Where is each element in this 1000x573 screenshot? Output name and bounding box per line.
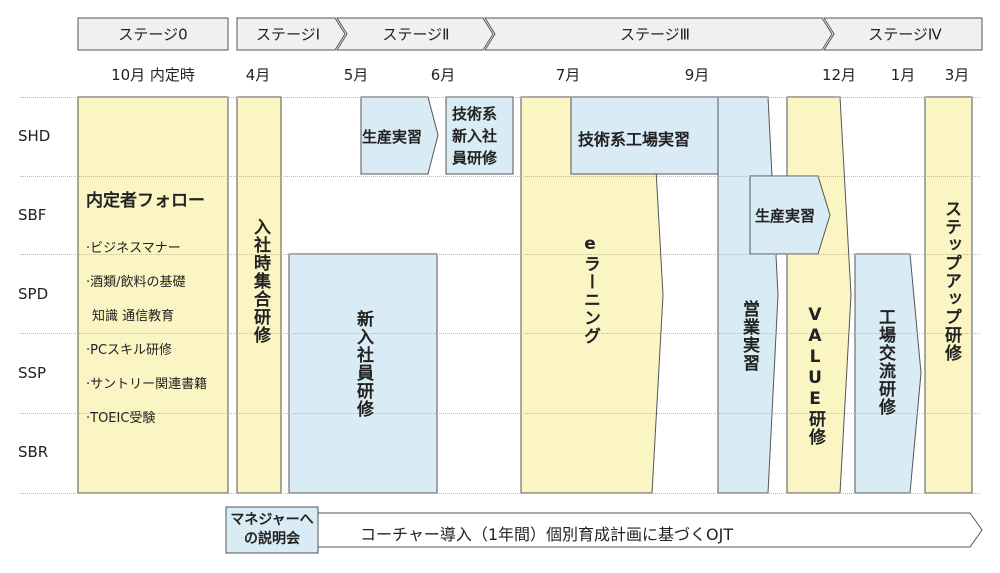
follow-item: ·ビジネスマナー bbox=[86, 241, 181, 256]
row-label-sbr: SBR bbox=[18, 443, 49, 461]
follow-item: ·酒類/飲料の基礎 bbox=[86, 275, 186, 290]
month-label: 9月 bbox=[684, 66, 710, 84]
row-divider bbox=[20, 333, 980, 334]
stage-1-label: ステージⅠ bbox=[255, 25, 321, 44]
value-label: VALUE研修 bbox=[805, 305, 825, 446]
follow-block bbox=[77, 96, 229, 494]
stepup-label: ステップアップ研修 bbox=[941, 200, 961, 362]
row-label-sbf: SBF bbox=[18, 206, 47, 224]
row-label-spd: SPD bbox=[18, 285, 49, 303]
month-label: 3月 bbox=[944, 66, 970, 84]
gijutsu-shinnyu-block bbox=[445, 96, 514, 175]
manager-label: マネジャーへの説明会 bbox=[230, 512, 314, 547]
nyusha-label: 入社時集合研修 bbox=[250, 218, 270, 344]
follow-item: ·TOEIC受験 bbox=[86, 411, 156, 426]
kojo-label: 技術系工場実習 bbox=[578, 130, 691, 149]
row-divider bbox=[20, 493, 980, 494]
follow-item: ·サントリー関連書籍 bbox=[86, 377, 208, 392]
stage-4-chevron bbox=[823, 17, 983, 51]
month-label: 5月 bbox=[343, 66, 369, 84]
kojo-koryu-label: 工場交流研修 bbox=[875, 308, 895, 416]
row-divider bbox=[20, 254, 980, 255]
eigyo-block bbox=[717, 96, 779, 494]
month-label: 1月 bbox=[890, 66, 916, 84]
elearning-label: eラーニング bbox=[580, 234, 600, 345]
follow-item: 知識 通信教育 bbox=[92, 309, 175, 324]
month-label: 10月 内定時 bbox=[111, 66, 195, 84]
follow-item: ·PCスキル研修 bbox=[86, 343, 173, 358]
row-divider bbox=[20, 413, 980, 414]
shinnyu-block bbox=[288, 253, 438, 494]
stage-2-label: ステージⅡ bbox=[382, 25, 450, 44]
stage-3-label: ステージⅢ bbox=[619, 25, 691, 44]
month-label: 12月 bbox=[821, 66, 857, 84]
manager-box bbox=[225, 506, 319, 554]
month-label: 7月 bbox=[555, 66, 581, 84]
stage-4-label: ステージⅣ bbox=[868, 25, 942, 44]
coach-label: コーチャー導入（1年間）個別育成計画に基づくOJT bbox=[360, 525, 734, 544]
row-divider bbox=[20, 97, 980, 98]
follow-list: ·ビジネスマナー ·酒類/飲料の基礎 知識 通信教育 ·PCスキル研修 ·サント… bbox=[86, 232, 207, 436]
stage-2-chevron bbox=[336, 17, 494, 51]
row-label-shd: SHD bbox=[18, 127, 51, 145]
row-label-ssp: SSP bbox=[18, 364, 47, 382]
stage-0-label: ステージ0 bbox=[118, 25, 188, 44]
follow-title: 内定者フォロー bbox=[86, 191, 205, 211]
month-label: 4月 bbox=[245, 66, 271, 84]
seisan1-label: 生産実習 bbox=[362, 128, 423, 146]
stepup-block bbox=[924, 96, 973, 494]
gijutsu-shinnyu-label: 技術系新入社員研修 bbox=[452, 105, 498, 167]
stage-3-chevron bbox=[484, 17, 833, 51]
shinnyu-label: 新入社員研修 bbox=[353, 310, 373, 418]
stage-0-chevron bbox=[77, 17, 229, 51]
stage-1-chevron bbox=[236, 17, 346, 51]
row-divider bbox=[20, 176, 980, 177]
seisan2-label: 生産実習 bbox=[755, 207, 816, 225]
eigyo-label: 営業実習 bbox=[739, 300, 759, 372]
month-label: 6月 bbox=[430, 66, 456, 84]
